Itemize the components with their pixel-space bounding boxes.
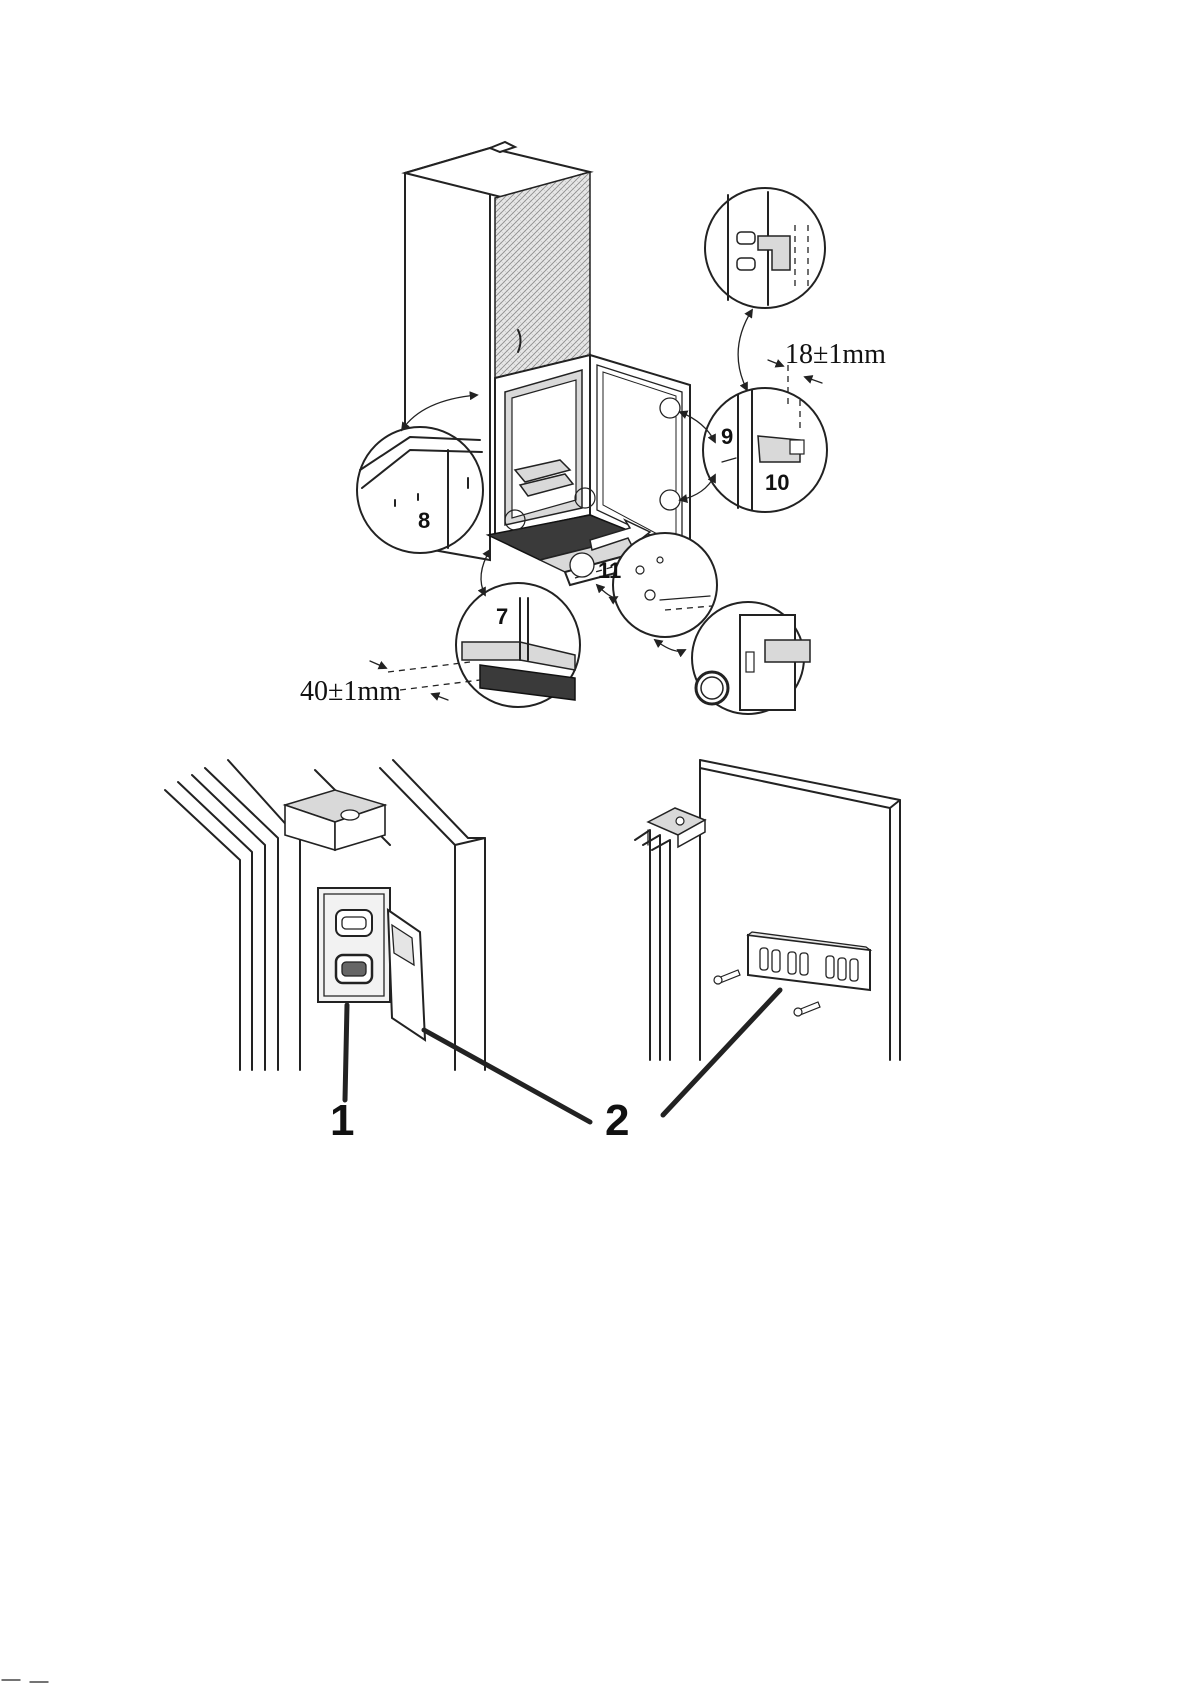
detail-11 [613,533,717,637]
callout-8: 8 [418,508,430,533]
callout-1: 1 [330,1096,354,1145]
detail-7 [388,583,580,707]
hinge-closeup-right [635,760,900,1115]
detail-hinge-top [705,188,825,308]
dimension-right: 18±1mm [785,339,886,370]
callout-10: 10 [765,470,789,495]
callout-11: 11 [598,558,621,583]
dimension-left: 40±1mm [300,676,401,707]
hinge-closeup-left [165,760,590,1122]
callout-9: 9 [721,424,733,449]
callout-2: 2 [605,1096,629,1145]
detail-8 [357,427,483,553]
callout-7: 7 [496,604,508,629]
detail-latch [692,602,810,714]
